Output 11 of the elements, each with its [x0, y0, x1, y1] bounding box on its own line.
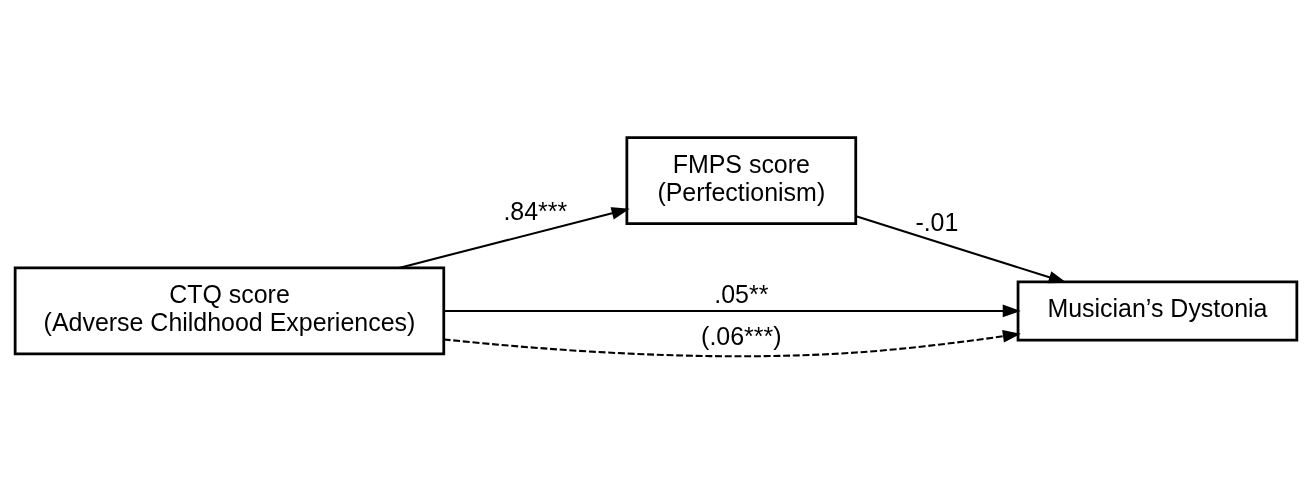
arrow — [855, 214, 1067, 283]
arrow — [443, 329, 1021, 357]
node-box: FMPS score (Perfectionism) — [625, 135, 858, 225]
node-box: Musician’s Dystonia — [1016, 279, 1299, 341]
edge-label: (.06***) — [701, 321, 782, 350]
node-box: CTQ score (Adverse Childhood Experiences) — [13, 266, 446, 355]
edge-label: -.01 — [915, 207, 959, 236]
edge-label: .05** — [714, 279, 769, 308]
arrow — [398, 206, 630, 269]
arrow — [444, 304, 1021, 317]
edge-label: .84*** — [503, 196, 568, 225]
